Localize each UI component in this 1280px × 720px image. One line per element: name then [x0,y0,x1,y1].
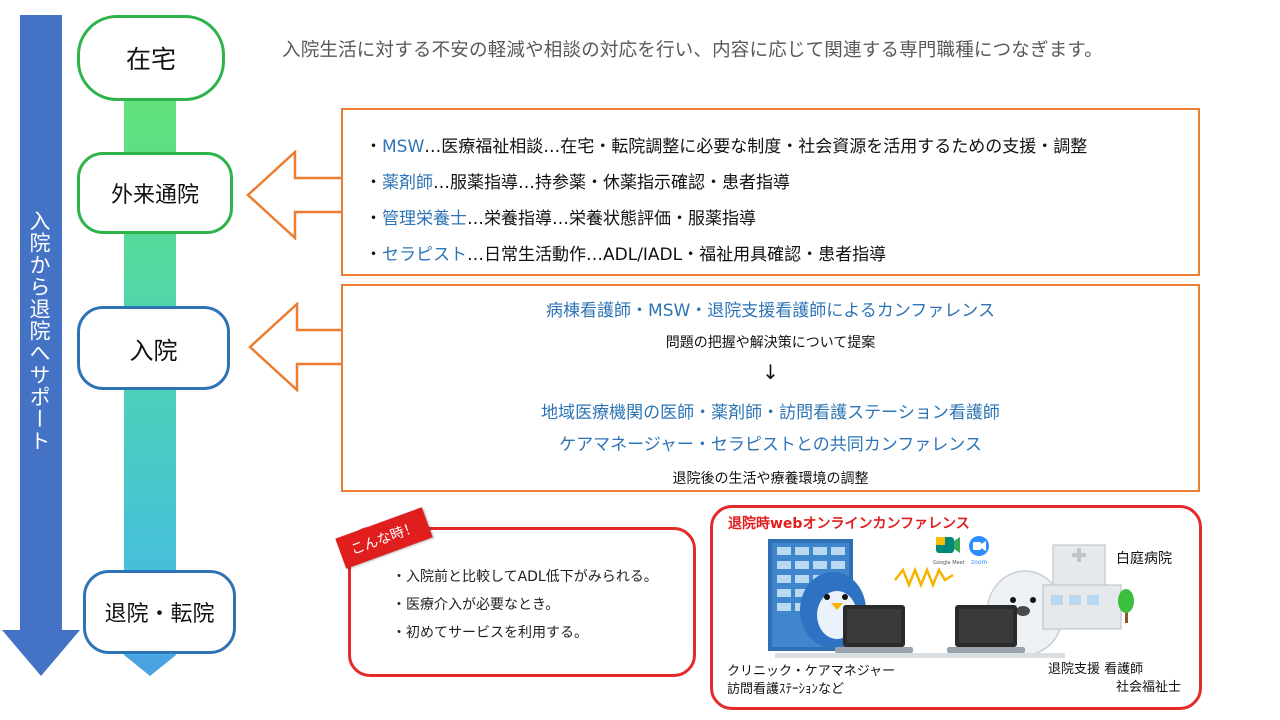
role-pharmacist: 薬剤師 [382,173,433,193]
progress-column-tip [124,655,176,676]
laptop-icon [775,605,935,658]
role-line-therapist: ・セラピスト…日常生活動作…ADL/IADL・福祉用具確認・患者指導 [365,245,887,265]
support-staff-line2: 社会福祉士 [1116,680,1182,695]
role-line-dietitian: ・管理栄養士…栄養指導…栄養状態評価・服薬指導 [365,209,756,229]
role-therapist: セラピスト [382,245,467,265]
signal-wave-icon [894,566,954,589]
conference-2-subtitle: 退院後の生活や療養環境の調整 [672,471,869,487]
laptop-icon [935,605,1065,658]
zoom-icon [969,536,989,556]
role-msw-desc: …医療福祉相談…在宅・転院調整に必要な制度・社会資源を活用するための支援・調整 [424,137,1088,157]
admission-pointer-arrow [248,302,347,392]
clinic-label-line1: クリニック・ケアマネジャー [727,664,896,679]
outpatient-roles-box: ・MSW…医療福祉相談…在宅・転院調整に必要な制度・社会資源を活用するための支援… [341,108,1200,276]
intro-text: 入院生活に対する不安の軽減や相談の対応を行い、内容に応じて関連する専門職種につな… [282,40,1103,61]
clinic-label-line2: 訪問看護ｽﾃｰｼｮﾝなど [727,682,845,697]
google-meet-label: Google Meet [933,560,965,566]
role-line-msw: ・MSW…医療福祉相談…在宅・転院調整に必要な制度・社会資源を活用するための支援… [365,137,1088,157]
hospital-building-icon [1042,544,1122,630]
outpatient-pointer-arrow [246,150,345,240]
admission-conference-box: 病棟看護師・MSW・退院支援看護師によるカンファレンス 問題の把握や解決策につい… [341,284,1200,492]
google-meet-icon [936,537,960,553]
conference-1-subtitle: 問題の把握や解決策について提案 [665,335,876,351]
side-label: 入院から退院へサポート [27,210,51,452]
stage-discharge: 退院・転院 [83,570,236,654]
support-staff-line1: 退院支援 看護師 [1048,662,1144,677]
web-conference-illustration: Google Meet zoom [768,536,1134,658]
conference-2-title-line2: ケアマネージャー・セラピストとの共同カンファレンス [559,435,982,455]
when-item: ・入院前と比較してADL低下がみられる。 [392,569,658,585]
tree-icon [1118,589,1134,623]
down-arrow-icon: ↓ [762,360,779,384]
conference-2-title-line1: 地域医療機関の医師・薬剤師・訪問看護ステーション看護師 [541,403,1000,423]
zoom-label: zoom [971,559,987,566]
role-msw: MSW [382,137,425,157]
when-item: ・医療介入が必要なとき。 [392,597,560,613]
when-box [348,527,696,677]
role-line-pharmacist: ・薬剤師…服薬指導…持参薬・休薬指示確認・患者指導 [365,173,790,193]
when-item: ・初めてサービスを利用する。 [392,625,588,641]
role-pharmacist-desc: …服薬指導…持参薬・休薬指示確認・患者指導 [433,173,790,193]
stage-home: 在宅 [77,15,225,101]
side-arrow [2,15,80,676]
role-dietitian-desc: …栄養指導…栄養状態評価・服薬指導 [467,209,756,229]
web-conference-title: 退院時webオンラインカンファレンス [728,516,970,532]
role-dietitian: 管理栄養士 [382,209,467,229]
stage-outpatient: 外来通院 [77,152,233,234]
conference-1-title: 病棟看護師・MSW・退院支援看護師によるカンファレンス [546,301,995,321]
hospital-name: 白庭病院 [1116,551,1172,567]
stage-admission: 入院 [77,306,230,390]
role-therapist-desc: …日常生活動作…ADL/IADL・福祉用具確認・患者指導 [467,245,887,265]
